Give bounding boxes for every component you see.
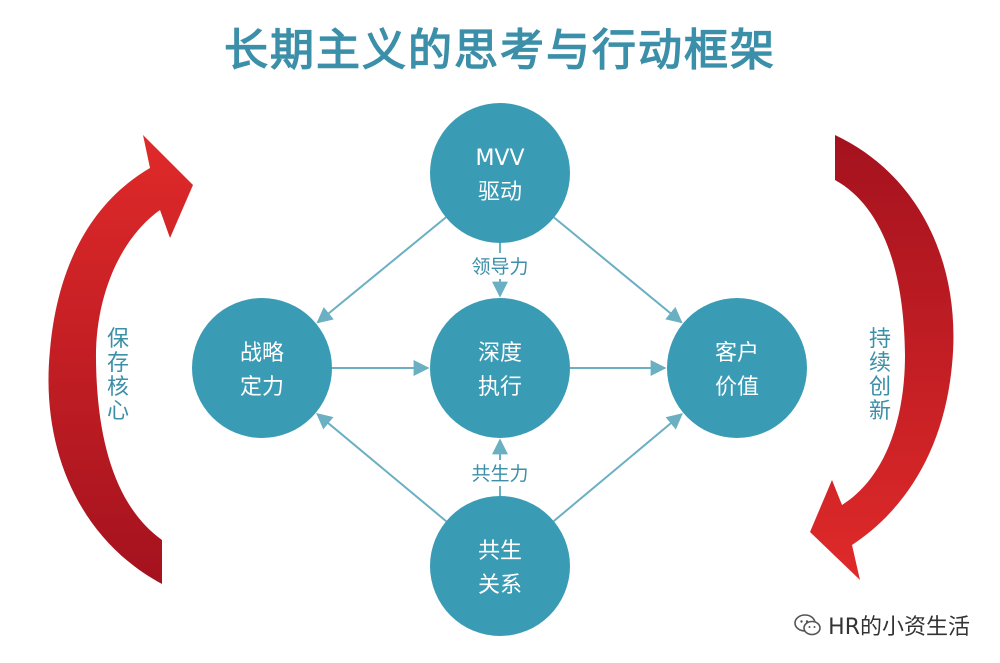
left-side-label: 保 存 核 心 [107, 327, 129, 424]
right-side-label: 持 续 创 新 [869, 327, 891, 424]
brand-text: HR的小资生活 [828, 615, 970, 640]
right-cycle-arrow [810, 135, 954, 580]
node-execution: 深度 执行 [430, 298, 570, 438]
left-side-char-4: 心 [107, 399, 129, 424]
edge-label-symbiosis-power: 共生力 [471, 463, 528, 485]
node-customer-line1: 客户 [715, 341, 759, 366]
node-symbiosis-line1: 共生 [478, 539, 522, 564]
right-side-char-1: 持 [869, 327, 891, 352]
left-side-char-3: 核 [107, 375, 129, 400]
node-mvv-line2: 驱动 [478, 180, 522, 205]
diagram-title: 长期主义的思考与行动框架 [224, 25, 776, 76]
node-execution-line2: 执行 [478, 375, 522, 400]
node-mvv: MVV 驱动 [430, 103, 570, 243]
brand-watermark: HR的小资生活 [794, 609, 970, 641]
edge-symbiosis-to-customer [553, 413, 683, 522]
node-customer: 客户 价值 [667, 298, 807, 438]
edge-label-leadership: 领导力 [471, 256, 528, 278]
edge-symbiosis-to-strategy [316, 413, 447, 523]
edge-mvv-to-customer [553, 216, 683, 324]
right-side-char-2: 续 [869, 351, 891, 376]
right-side-char-4: 新 [869, 399, 891, 424]
left-cycle-arrow [48, 135, 193, 584]
left-side-char-1: 保 [107, 327, 129, 352]
connector-arrows [316, 216, 683, 523]
node-symbiosis: 共生 关系 [430, 496, 570, 636]
node-strategy-line1: 战略 [240, 341, 284, 366]
node-symbiosis-line2: 关系 [478, 573, 522, 598]
node-execution-line1: 深度 [478, 341, 522, 366]
left-side-char-2: 存 [107, 351, 129, 376]
wechat-icon [794, 614, 821, 636]
node-customer-line2: 价值 [715, 375, 759, 400]
node-strategy-line2: 定力 [240, 375, 284, 400]
node-strategy: 战略 定力 [192, 298, 332, 438]
right-side-char-3: 创 [869, 375, 891, 400]
node-mvv-line1: MVV [475, 146, 524, 171]
edge-mvv-to-strategy [316, 216, 447, 324]
